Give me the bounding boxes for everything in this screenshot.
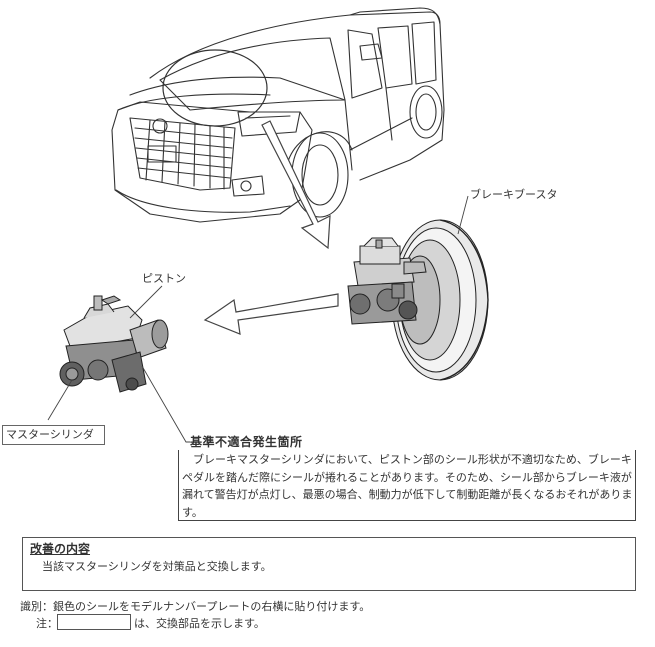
master-cylinder-label: マスターシリンダ bbox=[2, 425, 105, 445]
brake-booster-label: ブレーキブースタ bbox=[470, 188, 558, 201]
replacement-part-legend-box bbox=[57, 614, 131, 630]
defect-title: 基準不適合発生箇所 bbox=[190, 435, 303, 449]
improvement-description: 当該マスターシリンダを対策品と交換します。 bbox=[42, 560, 272, 573]
defect-box bbox=[178, 450, 636, 521]
note-suffix: は、交換部品を示します。 bbox=[134, 617, 265, 630]
improvement-title: 改善の内容 bbox=[30, 542, 91, 556]
identification-text: 識別：銀色のシールをモデルナンバープレートの右横に貼り付けます。 bbox=[20, 600, 371, 613]
brake-booster-drawing bbox=[347, 219, 489, 381]
arrow-booster-to-cylinder bbox=[203, 293, 339, 335]
arrow-car-to-booster bbox=[261, 120, 331, 250]
defect-description: ブレーキマスターシリンダにおいて、ピストン部のシール形状が不適切なため、ブレーキ… bbox=[182, 453, 633, 519]
master-cylinder-drawing bbox=[59, 295, 169, 393]
piston-label: ピストン bbox=[142, 272, 186, 285]
vehicle-drawing bbox=[111, 7, 445, 223]
improvement-box bbox=[22, 537, 636, 591]
note-prefix: 注： bbox=[36, 617, 58, 630]
